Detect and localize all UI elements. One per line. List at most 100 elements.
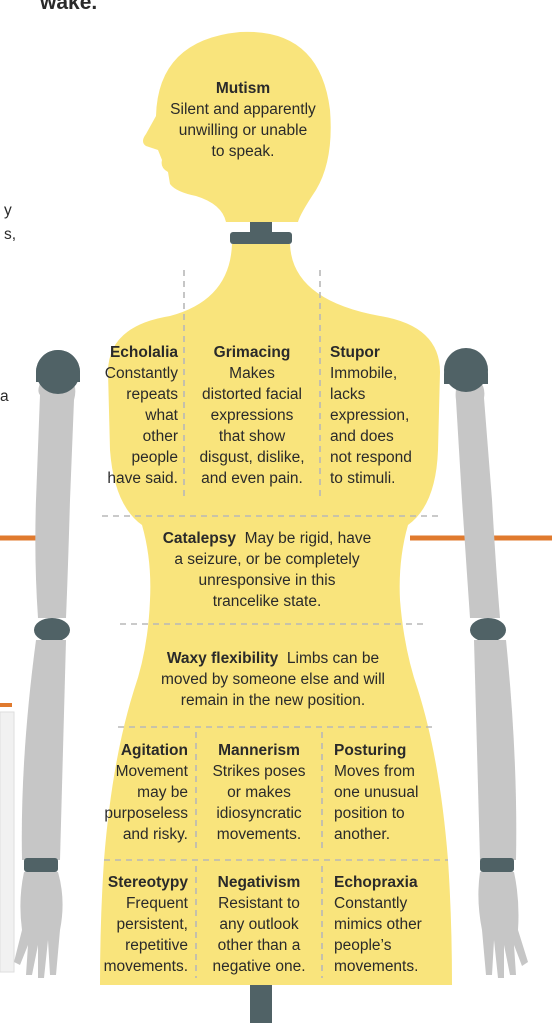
- stupor-line: to stimuli.: [330, 470, 396, 487]
- negativism-line: any outlook: [219, 916, 299, 933]
- mannerism-line: idiosyncratic: [216, 805, 302, 822]
- right-upper-arm: [455, 378, 500, 618]
- region-echopraxia: Echopraxia Constantly mimics other peopl…: [334, 872, 444, 977]
- grimacing-line: and even pain.: [201, 470, 303, 487]
- right-elbow-joint: [470, 618, 506, 642]
- grimacing-line: that show: [218, 428, 286, 445]
- stereotypy-title: Stereotypy: [107, 874, 188, 891]
- waxy-line: moved by someone else and will: [160, 671, 385, 688]
- neck-pin: [250, 222, 272, 234]
- posturing-line: one unusual: [334, 784, 419, 801]
- waxy-title: Waxy flexibility: [166, 650, 279, 667]
- edge-text-top: wake.: [40, 0, 98, 14]
- right-shoulder-joint: [444, 348, 488, 392]
- agitation-title: Agitation: [120, 742, 188, 759]
- catalepsy-line: a seizure, or be completely: [174, 551, 360, 568]
- hatched-panel: [0, 711, 15, 973]
- right-hand: [478, 872, 528, 978]
- edge-text-left-2: s,: [4, 226, 17, 243]
- region-mutism: Mutism Silent and apparently unwilling o…: [150, 78, 336, 162]
- negativism-line: negative one.: [212, 958, 306, 975]
- catalepsy-title: Catalepsy: [162, 530, 236, 547]
- mannerism-line: Strikes poses: [212, 763, 306, 780]
- echolalia-line: Constantly: [104, 365, 178, 382]
- waxy-line: remain in the new position.: [180, 692, 366, 709]
- echolalia-title: Echolalia: [109, 344, 178, 361]
- waxy-lead: Limbs can be: [286, 650, 380, 667]
- right-forearm: [474, 640, 517, 860]
- echolalia-line: repeats: [126, 386, 178, 403]
- echopraxia-line: Constantly: [334, 895, 408, 912]
- echopraxia-line: movements.: [334, 958, 419, 975]
- mannerism-title: Mannerism: [218, 742, 300, 759]
- left-elbow-joint: [34, 618, 70, 642]
- grimacing-line: disgust, dislike,: [199, 449, 305, 466]
- catalepsy-line: trancelike state.: [212, 593, 322, 610]
- grimacing-line: distorted facial: [202, 386, 302, 403]
- left-hand: [14, 872, 63, 978]
- echolalia-line: what: [145, 407, 178, 424]
- negativism-line: Resistant to: [218, 895, 300, 912]
- stereotypy-line: movements.: [103, 958, 188, 975]
- stereotypy-line: Frequent: [125, 895, 188, 912]
- stupor-line: expression,: [330, 407, 410, 424]
- left-wrist-joint: [24, 858, 58, 872]
- mutism-line: to speak.: [211, 143, 275, 160]
- mutism-title: Mutism: [215, 80, 271, 97]
- region-agitation: Agitation Movement may be purposeless an…: [86, 740, 188, 845]
- agitation-line: and risky.: [122, 826, 188, 843]
- region-catalepsy: Catalepsy May be rigid, have a seizure, …: [128, 528, 406, 612]
- stupor-line: and does: [330, 428, 394, 445]
- left-shoulder-cap: [36, 350, 80, 382]
- torso: [100, 244, 452, 985]
- agitation-line: purposeless: [104, 805, 188, 822]
- catalepsy-lead: May be rigid, have: [244, 530, 372, 547]
- posturing-title: Posturing: [334, 742, 407, 759]
- stupor-line: lacks: [330, 386, 366, 403]
- catalepsy-line: unresponsive in this: [198, 572, 336, 589]
- mutism-line: unwilling or unable: [178, 122, 308, 139]
- region-waxy-flexibility: Waxy flexibility Limbs can be moved by s…: [118, 648, 428, 711]
- stereotypy-line: persistent,: [116, 916, 188, 933]
- neck-joint: [230, 232, 292, 244]
- right-wrist-joint: [480, 858, 514, 872]
- mannerism-line: or makes: [227, 784, 291, 801]
- echolalia-line: other: [142, 428, 178, 445]
- left-forearm: [21, 640, 66, 860]
- negativism-title: Negativism: [217, 874, 301, 891]
- region-posturing: Posturing Moves from one unusual positio…: [334, 740, 438, 845]
- waxy-first-line: Waxy flexibility Limbs can be: [118, 648, 428, 669]
- stupor-line: Immobile,: [330, 365, 398, 382]
- echolalia-line: people: [131, 449, 178, 466]
- grimacing-title: Grimacing: [213, 344, 291, 361]
- region-grimacing: Grimacing Makes distorted facial express…: [186, 342, 318, 489]
- region-negativism: Negativism Resistant to any outlook othe…: [200, 872, 318, 977]
- catalepsy-first-line: Catalepsy May be rigid, have: [128, 528, 406, 549]
- region-stupor: Stupor Immobile, lacks expression, and d…: [330, 342, 434, 489]
- grimacing-line: expressions: [210, 407, 294, 424]
- echopraxia-line: mimics other: [334, 916, 422, 933]
- region-echolalia: Echolalia Constantly repeats what other …: [84, 342, 178, 489]
- head: [143, 31, 331, 223]
- negativism-line: other than a: [217, 937, 301, 954]
- left-upper-arm: [35, 378, 76, 618]
- edge-text-left-3: a: [0, 388, 9, 405]
- posturing-line: Moves from: [334, 763, 415, 780]
- stupor-title: Stupor: [330, 344, 380, 361]
- posturing-line: another.: [334, 826, 391, 843]
- echopraxia-title: Echopraxia: [334, 874, 418, 891]
- stupor-line: not respond: [330, 449, 412, 466]
- region-stereotypy: Stereotypy Frequent persistent, repetiti…: [80, 872, 188, 977]
- stand-pole: [250, 985, 272, 1023]
- posturing-line: position to: [334, 805, 405, 822]
- agitation-line: Movement: [115, 763, 188, 780]
- echopraxia-line: people’s: [334, 937, 392, 954]
- agitation-line: may be: [137, 784, 188, 801]
- edge-text-left-1: y: [4, 202, 12, 219]
- echolalia-line: have said.: [107, 470, 178, 487]
- mannerism-line: movements.: [216, 826, 302, 843]
- mutism-line: Silent and apparently: [170, 101, 316, 118]
- region-mannerism: Mannerism Strikes poses or makes idiosyn…: [200, 740, 318, 845]
- stereotypy-line: repetitive: [125, 937, 188, 954]
